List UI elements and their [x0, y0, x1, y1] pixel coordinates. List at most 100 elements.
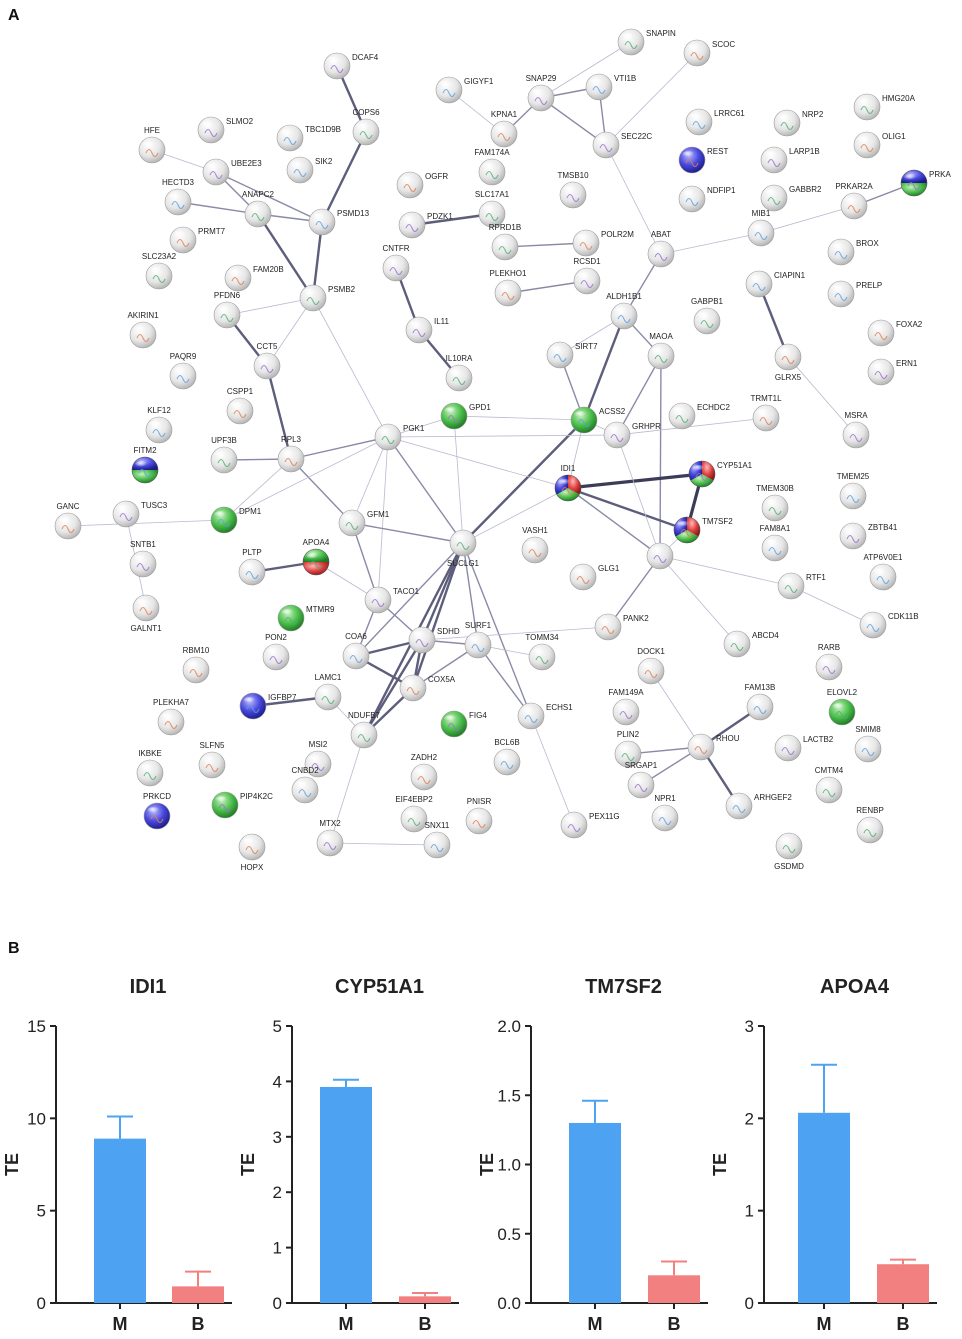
node-cox5a[interactable]: COX5A: [399, 674, 456, 702]
node-acss2[interactable]: ACSS2: [570, 406, 626, 434]
node-tm7sf2[interactable]: TM7SF2: [673, 516, 733, 544]
node-hfe[interactable]: HFE: [138, 126, 166, 164]
node-ndufb7[interactable]: NDUFB7: [348, 711, 381, 749]
node-tusc3[interactable]: TUSC3: [112, 500, 168, 528]
node-lactb2[interactable]: LACTB2: [774, 734, 834, 762]
node-lamc1[interactable]: LAMC1: [315, 673, 342, 711]
node-fitm2[interactable]: FITM2: [131, 446, 159, 484]
node-pon2[interactable]: PON2: [262, 633, 290, 671]
node-srgap1[interactable]: SRGAP1: [625, 761, 658, 799]
node-rpl3[interactable]: RPL3: [277, 435, 305, 473]
node-fam13b[interactable]: FAM13B: [745, 683, 776, 721]
node-prelp[interactable]: PRELP: [827, 280, 882, 308]
node-pdzk1[interactable]: PDZK1: [398, 211, 453, 239]
node-prkcd[interactable]: PRKCD: [143, 792, 171, 830]
node-trmt1l[interactable]: TRMT1L: [750, 394, 782, 432]
node-gpd1[interactable]: GPD1: [440, 402, 491, 430]
node-ern1[interactable]: ERN1: [867, 358, 918, 386]
node-fam8a1[interactable]: FAM8A1: [760, 524, 791, 562]
node-pgk1[interactable]: PGK1: [374, 423, 425, 451]
node-paqr9[interactable]: PAQR9: [169, 352, 197, 390]
node-sntb1[interactable]: SNTB1: [129, 540, 156, 578]
node-ciapin1[interactable]: CIAPIN1: [745, 270, 806, 298]
node-pnisr[interactable]: PNISR: [465, 797, 493, 835]
node-rbm10[interactable]: RBM10: [183, 646, 210, 684]
node-nrp2[interactable]: NRP2: [773, 109, 824, 137]
node-akirin1[interactable]: AKIRIN1: [127, 311, 159, 349]
node-taco1[interactable]: TACO1: [364, 586, 420, 614]
node-rprd1b[interactable]: RPRD1B: [489, 223, 521, 261]
node-tomm34[interactable]: TOMM34: [525, 633, 559, 671]
node-klf12[interactable]: KLF12: [145, 406, 173, 444]
node-brox[interactable]: BROX: [827, 238, 879, 266]
node-il11[interactable]: IL11: [405, 316, 450, 344]
node-tmem25[interactable]: TMEM25: [837, 472, 870, 510]
node-slc17a1[interactable]: SLC17A1: [475, 190, 510, 228]
node-idi1[interactable]: IDI1: [554, 464, 582, 502]
node-gabbr2[interactable]: GABBR2: [760, 184, 822, 212]
node-msra[interactable]: MSRA: [842, 411, 870, 449]
node-glrx5[interactable]: GLRX5: [774, 343, 802, 382]
node-upf3b[interactable]: UPF3B: [210, 436, 238, 474]
node-maoa[interactable]: MAOA: [647, 332, 675, 370]
node-lrrc61[interactable]: LRRC61: [685, 108, 745, 136]
node-gfm1[interactable]: GFM1: [338, 509, 390, 537]
node-surf1[interactable]: SURF1: [464, 621, 492, 659]
node-sik2[interactable]: SIK2: [286, 156, 333, 184]
node-slmo2[interactable]: SLMO2: [197, 116, 254, 144]
node-vti1b[interactable]: VTI1B: [585, 73, 636, 101]
node-plekho1[interactable]: PLEKHO1: [490, 269, 527, 307]
node-il10ra[interactable]: IL10RA: [446, 354, 473, 392]
node-ogfr[interactable]: OGFR: [396, 171, 448, 199]
node-pip4k2c[interactable]: PIP4K2C: [211, 791, 273, 819]
node-fam20b[interactable]: FAM20B: [224, 264, 284, 292]
node-prka[interactable]: PRKA: [900, 169, 951, 197]
node-cspp1[interactable]: CSPP1: [226, 387, 254, 425]
node-apoa4[interactable]: APOA4: [303, 538, 330, 576]
node-snx11[interactable]: SNX11: [423, 821, 451, 859]
node-mtx2[interactable]: MTX2: [316, 819, 344, 857]
node-fam174a[interactable]: FAM174A: [474, 148, 510, 186]
node-elovl2[interactable]: ELOVL2: [827, 688, 858, 726]
node-pfdn6[interactable]: PFDN6: [213, 291, 241, 329]
node-smim8[interactable]: SMIM8: [854, 725, 882, 763]
node-bcl6b[interactable]: BCL6B: [493, 738, 521, 776]
node-zadh2[interactable]: ZADH2: [410, 753, 438, 791]
node-ikbke[interactable]: IKBKE: [136, 749, 164, 787]
node-larp1b[interactable]: LARP1B: [760, 146, 820, 174]
node-cct5[interactable]: CCT5: [253, 342, 281, 380]
node-fam149a[interactable]: FAM149A: [608, 688, 644, 726]
node-psmd13[interactable]: PSMD13: [308, 208, 370, 236]
node-aldh1b1[interactable]: ALDH1B1: [606, 292, 642, 330]
node-gsdmd[interactable]: GSDMD: [774, 832, 804, 871]
node-atp6v0e1[interactable]: ATP6V0E1: [864, 553, 904, 591]
node-pltp[interactable]: PLTP: [238, 548, 266, 586]
node-ube2e3[interactable]: UBE2E3: [202, 158, 262, 186]
node-mtmr9[interactable]: MTMR9: [277, 604, 335, 632]
node-olig1[interactable]: OLIG1: [853, 131, 906, 159]
node-hub1[interactable]: [646, 542, 674, 570]
node-prkar2a[interactable]: PRKAR2A: [835, 182, 873, 220]
node-slc23a2[interactable]: SLC23A2: [142, 252, 177, 290]
node-dock1[interactable]: DOCK1: [637, 647, 665, 685]
node-cyp51a1[interactable]: CYP51A1: [688, 460, 753, 488]
node-echdc2[interactable]: ECHDC2: [668, 402, 730, 430]
node-anapc2[interactable]: ANAPC2: [242, 190, 275, 228]
node-cmtm4[interactable]: CMTM4: [815, 766, 844, 804]
node-hopx[interactable]: HOPX: [238, 833, 266, 872]
node-rest[interactable]: REST: [678, 146, 728, 174]
node-polr2m[interactable]: POLR2M: [572, 229, 634, 257]
node-abat[interactable]: ABAT: [647, 230, 675, 268]
node-renbp[interactable]: RENBP: [856, 806, 884, 844]
node-gabpb1[interactable]: GABPB1: [691, 297, 724, 335]
node-hectd3[interactable]: HECTD3: [162, 178, 195, 216]
node-sirt7[interactable]: SIRT7: [546, 341, 598, 369]
node-coa6[interactable]: COA6: [342, 632, 370, 670]
node-gigyf1[interactable]: GIGYF1: [435, 76, 494, 104]
node-scoc[interactable]: SCOC: [683, 39, 735, 67]
node-slfn5[interactable]: SLFN5: [198, 741, 226, 779]
node-eif4ebp2[interactable]: EIF4EBP2: [395, 795, 433, 833]
node-glg1[interactable]: GLG1: [569, 563, 620, 591]
node-cdk11b[interactable]: CDK11B: [859, 611, 919, 639]
node-sdhd[interactable]: SDHD: [408, 626, 460, 654]
